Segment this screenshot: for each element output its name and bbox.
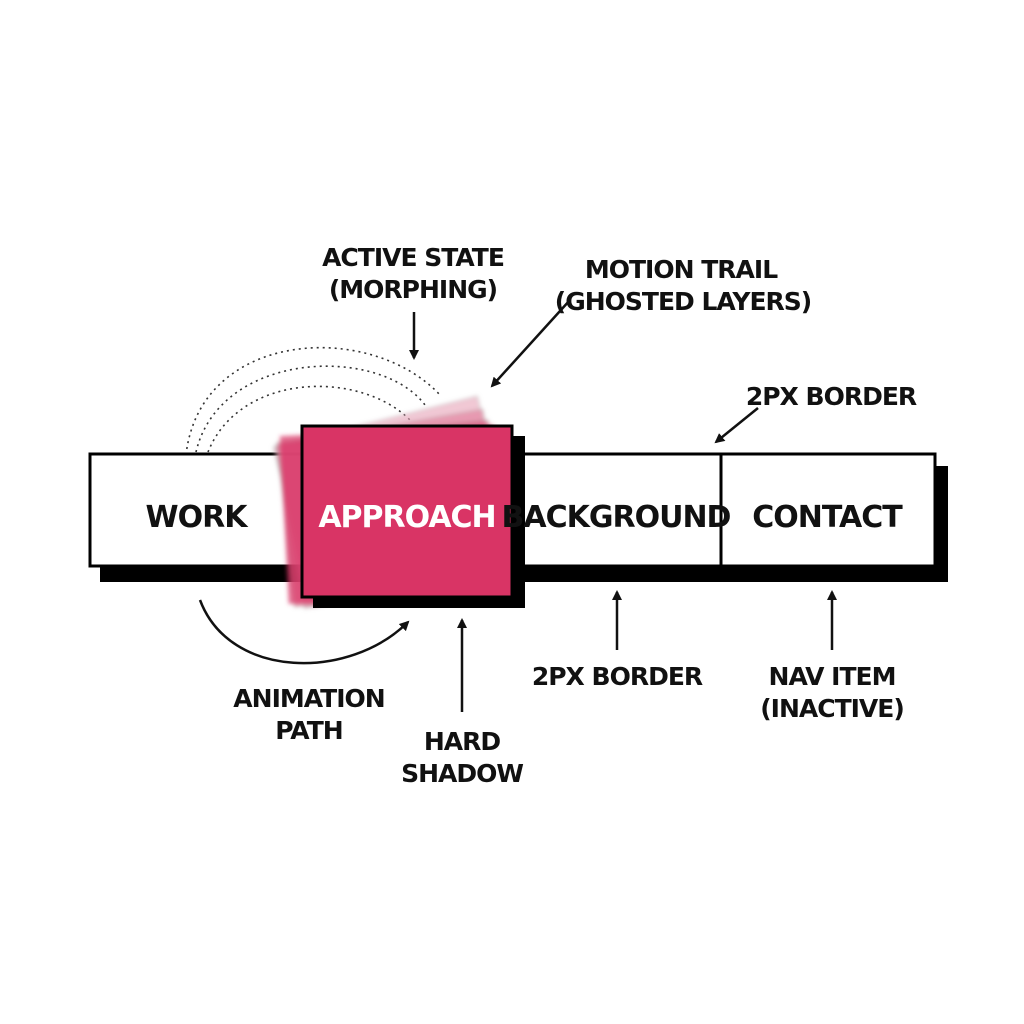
arrow-animation-path [198,599,410,665]
annotation-line: (INACTIVE) [760,694,904,723]
annotation-line: MOTION TRAIL [585,255,778,284]
nav-item-active-box [300,424,514,599]
motion-arc [207,385,411,453]
arrows [198,299,837,712]
arrow-motion-trail [490,299,571,388]
annotation-active-state: ACTIVE STATE (MORPHING) [322,243,505,304]
annotation-line: ANIMATION [233,684,384,713]
annotation-line: (GHOSTED LAYERS) [555,287,811,316]
annotation-line: PATH [275,716,342,745]
motion-arc [195,365,426,453]
nav-item-approach[interactable]: APPROACH [318,500,496,535]
motion-arcs [185,346,441,456]
annotation-line: ACTIVE STATE [322,243,504,272]
annotation-line: HARD [424,727,501,756]
annotation-line: 2PX BORDER [532,662,703,691]
annotation-hard-shadow: HARD SHADOW [401,727,524,788]
nav-item-background[interactable]: BACKGROUND [502,500,732,535]
annotation-nav-item: NAV ITEM (INACTIVE) [760,662,905,723]
annotation-border-top: 2PX BORDER [746,382,918,411]
annotation-animation-path: ANIMATION PATH [233,684,385,745]
nav-item-work[interactable]: WORK [146,500,251,535]
annotation-line: SHADOW [401,759,523,788]
annotation-motion-trail: MOTION TRAIL (GHOSTED LAYERS) [555,255,812,316]
arrow-border-top [714,407,759,444]
annotation-line: NAV ITEM [769,662,896,691]
annotation-line: 2PX BORDER [746,382,917,411]
nav-item-contact[interactable]: CONTACT [752,500,904,535]
annotation-border-bottom: 2PX BORDER [532,662,704,691]
annotation-line: (MORPHING) [329,275,497,304]
